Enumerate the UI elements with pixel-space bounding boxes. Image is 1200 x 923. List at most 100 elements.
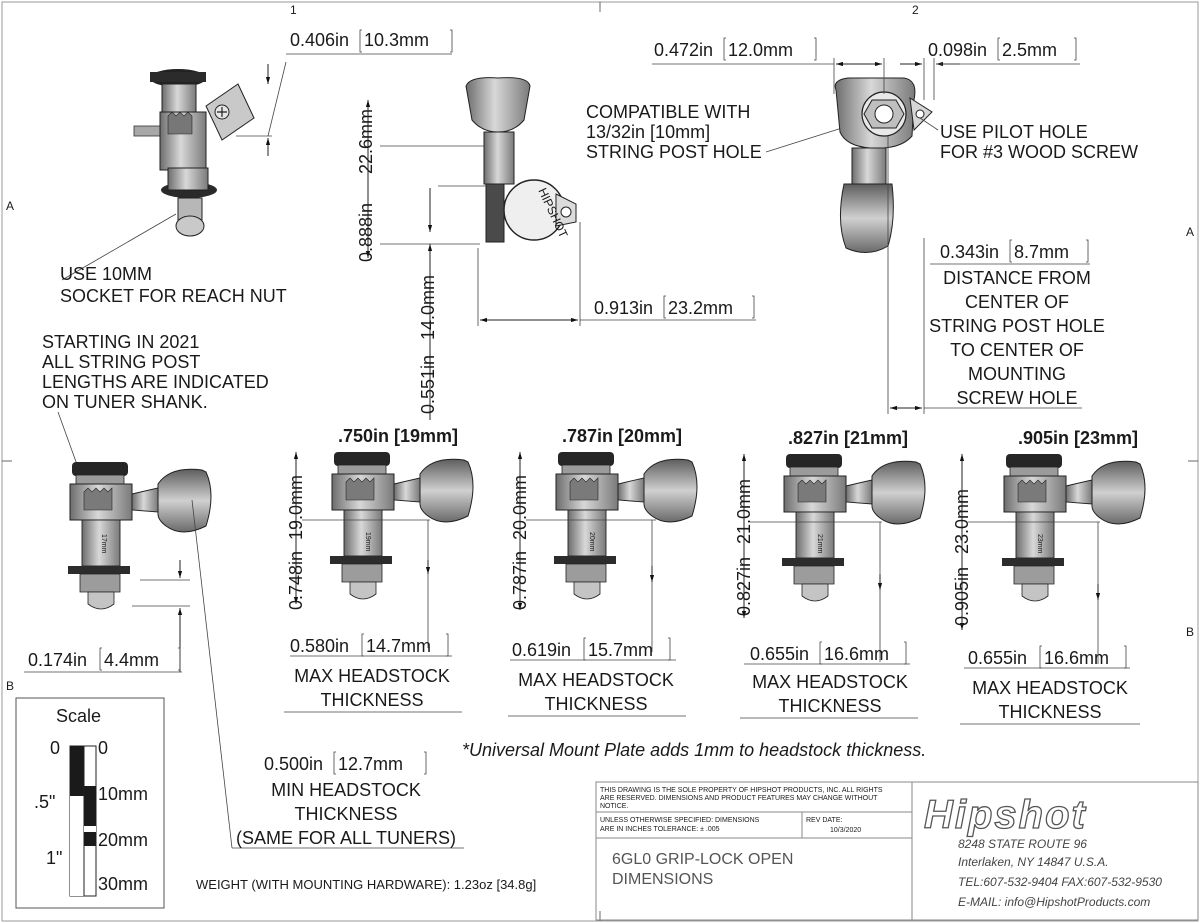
dim-0913-in: 0.913in [594, 298, 653, 318]
dim-0500-mm: 12.7mm [338, 754, 403, 774]
tuner-3-post-in: 0.827in [734, 557, 754, 616]
note-pilot-line2: FOR #3 WOOD SCREW [940, 142, 1138, 162]
dim-0406: 0.406in 10.3mm [236, 29, 453, 156]
tuner-1-post-in: 0.748in [286, 551, 306, 610]
note-min-line1: MIN HEADSTOCK [271, 780, 421, 800]
tb-address-3: TEL:607-532-9404 FAX:607-532-9530 [958, 875, 1162, 889]
tuner-1-header: .750in [19mm] [338, 426, 458, 446]
note-starting-line1: STARTING IN 2021 [42, 332, 199, 352]
tuner-3-max-in: 0.655in [750, 644, 809, 664]
note-compatible: COMPATIBLE WITH 13/32in [10mm] STRING PO… [586, 102, 881, 162]
tb-tolerance-1: UNLESS OTHERWISE SPECIFIED: DIMENSIONS [600, 817, 760, 824]
border-col-2: 2 [912, 3, 919, 17]
dim-0913: 0.913in 23.2mm [477, 222, 756, 326]
border-row-a-right: A [1186, 225, 1194, 239]
border-col-1: 1 [290, 3, 297, 17]
note-distance-line5: MOUNTING [968, 364, 1066, 384]
tuner-4-header: .905in [23mm] [1018, 428, 1138, 448]
tuner-variant-2: .787in [20mm] 20mm 0.787in 20.0mm 0.619i… [508, 426, 698, 717]
note-socket-line2: SOCKET FOR REACH NUT [60, 286, 287, 306]
tuner-left: 17mm [67, 461, 212, 610]
note-pilot-line1: USE PILOT HOLE [940, 122, 1088, 142]
tuner-1-max-label1: MAX HEADSTOCK [294, 666, 450, 686]
note-socket-line1: USE 10MM [60, 264, 152, 284]
dim-0472: 0.472in 12.0mm [652, 37, 885, 94]
tb-rev-label: REV DATE: [806, 817, 842, 824]
note-compatible-line2: 13/32in [10mm] [586, 122, 710, 142]
note-compatible-line3: STRING POST HOLE [586, 142, 762, 162]
scale-mm-0: 0 [98, 738, 108, 758]
note-distance-line4: TO CENTER OF [950, 340, 1084, 360]
tuner-2-shank: 20mm [588, 532, 595, 552]
tuner-back-view [834, 77, 933, 253]
dim-0343-in: 0.343in [940, 242, 999, 262]
scale-mm-30: 30mm [98, 874, 148, 894]
tb-address-1: 8248 STATE ROUTE 96 [958, 837, 1087, 851]
border-row-b-right: B [1186, 625, 1194, 639]
note-distance-line2: CENTER OF [965, 292, 1069, 312]
note-distance-line1: DISTANCE FROM [943, 268, 1091, 288]
tuner-side-view: HIPSHOT [465, 77, 577, 243]
dim-0174-in: 0.174in [28, 650, 87, 670]
note-universal: *Universal Mount Plate adds 1mm to heads… [462, 740, 926, 760]
dim-0551-mm: 14.0mm [418, 275, 438, 340]
tb-title-2: DIMENSIONS [612, 871, 713, 888]
dim-0406-in: 0.406in [290, 30, 349, 50]
scale-in-1: 1" [46, 848, 62, 868]
tuner-2-max-label1: MAX HEADSTOCK [518, 670, 674, 690]
note-min-line2: THICKNESS [294, 804, 397, 824]
tuner-iso-view [133, 69, 255, 237]
dim-0098-mm: 2.5mm [1002, 40, 1057, 60]
dim-0551: 0.551in 14.0mm [418, 185, 486, 420]
dim-0406-mm: 10.3mm [364, 30, 429, 50]
scale-in-half: .5" [34, 792, 55, 812]
dim-0343-mm: 8.7mm [1014, 242, 1069, 262]
tb-property-1: THIS DRAWING IS THE SOLE PROPERTY OF HIP… [600, 787, 883, 794]
tuner-variant-1: .750in [19mm] 19mm 0.748in 19.0mm 0.580i… [284, 426, 474, 713]
dim-0174-mm: 4.4mm [104, 650, 159, 670]
hipshot-logo: Hipshot [924, 793, 1087, 837]
dim-0500-in: 0.500in [264, 754, 323, 774]
tb-tolerance-2: ARE IN INCHES TOLERANCE: ± .005 [600, 826, 720, 833]
note-weight: WEIGHT (WITH MOUNTING HARDWARE): 1.23oz … [196, 877, 536, 892]
tuner-4-max-in: 0.655in [968, 648, 1027, 668]
scale-box: Scale 0 .5" 1" 0 10mm 20mm 30mm [15, 697, 165, 909]
tuner-2-max-label2: THICKNESS [544, 694, 647, 714]
note-distance-line6: SCREW HOLE [956, 388, 1077, 408]
dim-0913-mm: 23.2mm [668, 298, 733, 318]
tuner-4-max-label2: THICKNESS [998, 702, 1101, 722]
tb-property-3: NOTICE. [600, 803, 628, 810]
tuner-3-shank: 21mm [816, 534, 823, 554]
dim-0888: 0.888in 22.6mm [356, 100, 484, 262]
tuner-left-shank: 17mm [100, 534, 107, 554]
tuner-2-max-mm: 15.7mm [588, 640, 653, 660]
scale-mm-20: 20mm [98, 830, 148, 850]
note-starting-line3: LENGTHS ARE INDICATED [42, 372, 269, 392]
tuner-2-post-mm: 20.0mm [510, 475, 530, 540]
note-socket: USE 10MM SOCKET FOR REACH NUT [60, 213, 287, 306]
tuner-3-max-label2: THICKNESS [778, 696, 881, 716]
dim-0888-in: 0.888in [356, 203, 376, 262]
dim-0888-mm: 22.6mm [356, 109, 376, 174]
tuner-1-post-mm: 19.0mm [286, 475, 306, 540]
tb-rev-date: 10/3/2020 [830, 827, 861, 834]
note-compatible-line1: COMPATIBLE WITH [586, 102, 750, 122]
tb-property-2: ARE RESERVED. DIMENSIONS AND PRODUCT FEA… [600, 795, 878, 802]
tuner-4-max-mm: 16.6mm [1044, 648, 1109, 668]
tuner-3-max-label1: MAX HEADSTOCK [752, 672, 908, 692]
tuner-2-max-in: 0.619in [512, 640, 571, 660]
dim-0174: 0.174in 4.4mm [24, 560, 190, 673]
border-row-a-left: A [6, 199, 14, 213]
dim-0472-mm: 12.0mm [728, 40, 793, 60]
tuner-2-header: .787in [20mm] [562, 426, 682, 446]
dim-0098-in: 0.098in [928, 40, 987, 60]
tuner-4-max-label1: MAX HEADSTOCK [972, 678, 1128, 698]
scale-in-0: 0 [50, 738, 60, 758]
border-row-b-left: B [6, 679, 14, 693]
note-min-line3: (SAME FOR ALL TUNERS) [236, 828, 456, 848]
tb-address-4: E-MAIL: info@HipshotProducts.com [958, 895, 1150, 909]
tb-address-2: Interlaken, NY 14847 U.S.A. [958, 855, 1109, 869]
dim-0500: 0.500in 12.7mm MIN HEADSTOCK THICKNESS (… [191, 499, 464, 849]
tuner-4-post-mm: 23.0mm [952, 489, 972, 554]
